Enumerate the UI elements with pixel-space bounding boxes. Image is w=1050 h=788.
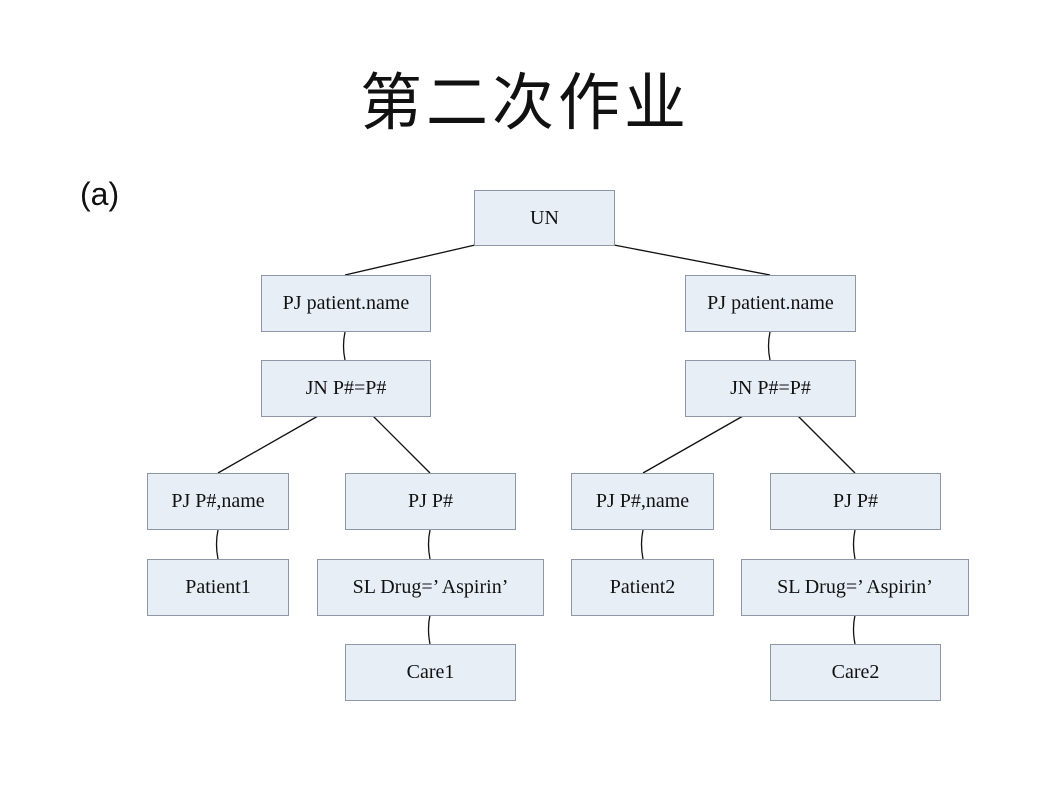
node-right-relation-care: Care2 [770,644,941,701]
edge-left-pjname-patient [215,529,219,560]
edge-right-sl-care [852,614,856,645]
edge-left-pj-jn [342,331,346,361]
edge-root-left [344,244,476,276]
edge-root-right [613,244,771,276]
node-left-select: SL Drug=’ Aspirin’ [317,559,544,616]
node-right-join: JN P#=P# [685,360,856,417]
node-left-project-name: PJ patient.name [261,275,431,332]
edge-right-jn-pjp [797,415,856,474]
node-left-join: JN P#=P# [261,360,431,417]
edge-right-pj-jn [767,331,771,361]
node-right-relation-patient: Patient2 [571,559,714,616]
edge-right-pjp-sl [852,529,856,560]
edge-left-jn-pjp [372,415,431,474]
node-right-project-p: PJ P# [770,473,941,530]
node-left-relation-patient: Patient1 [147,559,289,616]
page-title: 第二次作业 [359,66,690,139]
node-left-project-p: PJ P# [345,473,516,530]
node-right-select: SL Drug=’ Aspirin’ [741,559,969,616]
edge-right-pjname-patient [640,529,644,560]
edge-right-jn-pjname [642,415,744,474]
node-right-project-pname: PJ P#,name [571,473,714,530]
edge-left-sl-care [427,614,431,645]
node-left-relation-care: Care1 [345,644,516,701]
edge-left-jn-pjname [217,415,319,474]
edge-left-pjp-sl [427,529,431,560]
node-right-project-name: PJ patient.name [685,275,856,332]
node-union: UN [474,190,615,246]
part-label: (a) [80,176,120,212]
node-left-project-pname: PJ P#,name [147,473,289,530]
